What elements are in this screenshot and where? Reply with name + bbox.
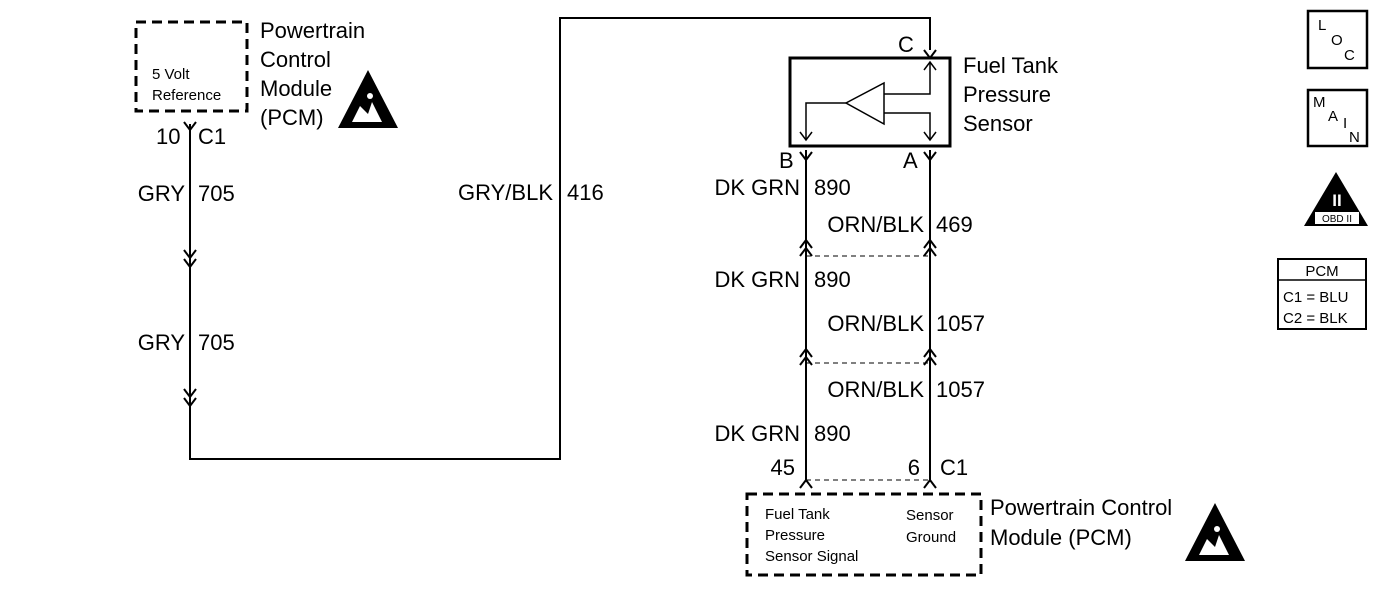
pcm-bottom-signal-1: Fuel Tank bbox=[765, 506, 830, 523]
loc-icon bbox=[1306, 9, 1369, 70]
pcm-top-dashed-box bbox=[134, 20, 249, 113]
wire-left-lower-color: GRY bbox=[138, 330, 186, 355]
pcm-bottom-dashed-box bbox=[745, 492, 983, 577]
svg-text:C: C bbox=[1344, 47, 1355, 64]
pcm-top-pin: 10 bbox=[156, 124, 180, 149]
seg1-right-circuit: 469 bbox=[936, 212, 973, 237]
svg-text:II: II bbox=[1332, 191, 1341, 210]
seg2-left-color: DK GRN bbox=[714, 267, 800, 292]
svg-text:C1 = BLU: C1 = BLU bbox=[1283, 289, 1348, 306]
inline-connector-4-icon bbox=[799, 347, 937, 358]
seg2-right-circuit: 1057 bbox=[936, 311, 985, 336]
seg1-left-color: DK GRN bbox=[714, 175, 800, 200]
pcm-bottom-ground-1: Sensor bbox=[906, 507, 954, 524]
seg2-right-color: ORN/BLK bbox=[827, 311, 924, 336]
svg-text:N: N bbox=[1349, 129, 1360, 146]
pcm-bottom-signal-3: Sensor Signal bbox=[765, 548, 858, 565]
wire-long-color: GRY/BLK bbox=[458, 180, 553, 205]
pcm-connector-table: PCM C1 = BLU C2 = BLK bbox=[1277, 258, 1367, 330]
esd-warning-icon bbox=[338, 70, 398, 128]
sensor-pin-a: A bbox=[903, 148, 918, 173]
pcm-bottom-connector: C1 bbox=[940, 455, 968, 480]
pcm-top-inner-label-2: Reference bbox=[152, 87, 221, 104]
pcm-bottom-name-2: Module (PCM) bbox=[990, 525, 1132, 550]
pcm-bottom-terminal-icon bbox=[799, 478, 937, 489]
pcm-top-name-2: Control bbox=[260, 47, 331, 72]
svg-text:C2 = BLK: C2 = BLK bbox=[1283, 310, 1348, 327]
svg-text:M: M bbox=[1313, 94, 1326, 111]
seg3-right-color: ORN/BLK bbox=[827, 377, 924, 402]
svg-text:PCM: PCM bbox=[1305, 263, 1338, 280]
pcm-top-inner-label-1: 5 Volt bbox=[152, 66, 190, 83]
pcm-bottom-pin-left: 45 bbox=[771, 455, 795, 480]
seg1-left-circuit: 890 bbox=[814, 175, 851, 200]
esd-warning-icon-bottom bbox=[1185, 503, 1245, 561]
wire-left-lower-circuit: 705 bbox=[198, 330, 235, 355]
wire-left-upper-color: GRY bbox=[138, 181, 186, 206]
sensor-box bbox=[788, 56, 952, 148]
inline-connector-2-icon bbox=[183, 388, 197, 408]
svg-text:O: O bbox=[1331, 32, 1343, 49]
svg-text:I: I bbox=[1343, 115, 1347, 132]
svg-text:L: L bbox=[1318, 17, 1326, 34]
wire-long-circuit: 416 bbox=[567, 180, 604, 205]
wire-left-upper-circuit: 705 bbox=[198, 181, 235, 206]
obd-ii-icon: II OBD II bbox=[1304, 172, 1368, 226]
pcm-bottom-name-1: Powertrain Control bbox=[990, 495, 1172, 520]
sensor-name-2: Pressure bbox=[963, 82, 1051, 107]
seg2-left-circuit: 890 bbox=[814, 267, 851, 292]
svg-text:A: A bbox=[1328, 108, 1338, 125]
pcm-bottom-signal-2: Pressure bbox=[765, 527, 825, 544]
seg1-right-color: ORN/BLK bbox=[827, 212, 924, 237]
pcm-top-connector: C1 bbox=[198, 124, 226, 149]
svg-text:OBD II: OBD II bbox=[1322, 214, 1352, 225]
pcm-top-name-1: Powertrain bbox=[260, 18, 365, 43]
inline-connector-3-icon bbox=[799, 238, 937, 249]
sensor-name-1: Fuel Tank bbox=[963, 53, 1059, 78]
main-icon bbox=[1306, 88, 1369, 148]
seg3-left-color: DK GRN bbox=[714, 421, 800, 446]
pcm-top-name-4: (PCM) bbox=[260, 105, 324, 130]
sensor-name-3: Sensor bbox=[963, 111, 1033, 136]
pcm-bottom-pin-right: 6 bbox=[908, 455, 920, 480]
inline-connector-1-icon bbox=[183, 249, 197, 269]
sensor-pin-b: B bbox=[779, 148, 794, 173]
sensor-pin-c: C bbox=[898, 32, 914, 57]
seg3-right-circuit: 1057 bbox=[936, 377, 985, 402]
seg3-left-circuit: 890 bbox=[814, 421, 851, 446]
wire-gry-705 bbox=[189, 17, 931, 460]
pcm-top-name-3: Module bbox=[260, 76, 332, 101]
amplifier-symbol bbox=[799, 60, 937, 142]
pcm-bottom-ground-2: Ground bbox=[906, 529, 956, 546]
pcm-top-terminal-icon bbox=[183, 121, 197, 132]
